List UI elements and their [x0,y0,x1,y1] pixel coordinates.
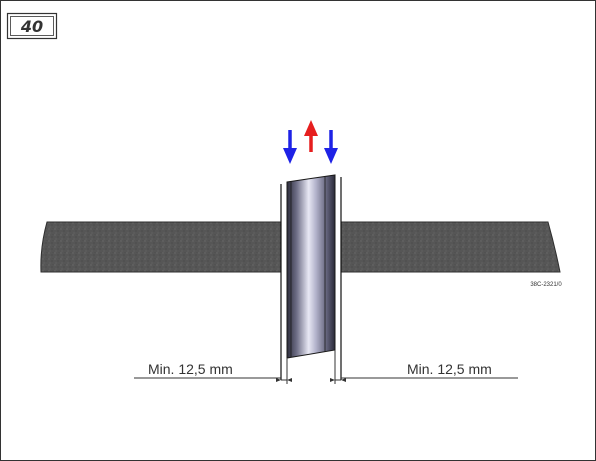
wall-section-right [340,221,561,273]
arrow-down-icon [324,130,338,164]
arrow-up-icon [304,120,318,152]
figure-number: 40 [20,17,43,36]
dimension-right-label: Min. 12,5 mm [407,361,492,377]
figure-number-badge: 40 [6,12,58,40]
flue-pipe [286,174,336,359]
wall-section-left [40,221,282,273]
reference-code: 38C-2321/0 [530,282,562,288]
dimension-left-label: Min. 12,5 mm [148,361,233,377]
dimension-left: Min. 12,5 mm [134,358,292,384]
dimension-right: Min. 12,5 mm [330,350,518,384]
arrow-down-icon [283,130,297,164]
